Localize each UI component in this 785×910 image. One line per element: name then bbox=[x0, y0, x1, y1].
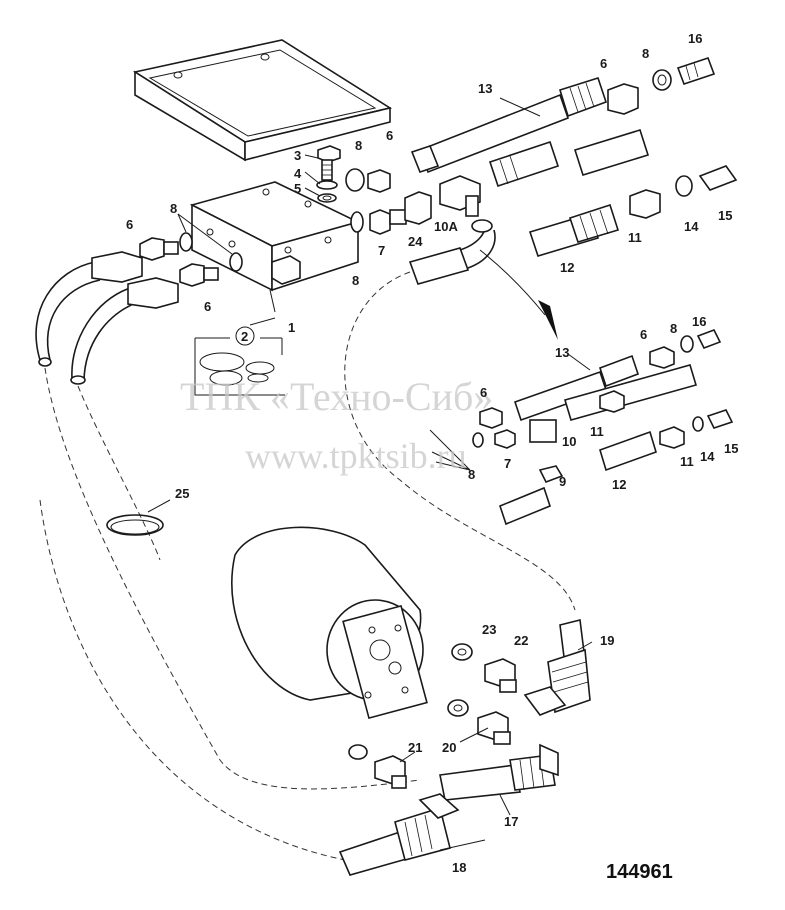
callout-16-lower: 16 bbox=[692, 314, 706, 329]
callout-9: 9 bbox=[559, 474, 566, 489]
callout-10: 10 bbox=[562, 434, 576, 449]
callout-7-lower: 7 bbox=[504, 456, 511, 471]
callout-13-lower: 13 bbox=[555, 345, 569, 360]
callout-4: 4 bbox=[294, 166, 302, 181]
callout-6-left-upper: 6 bbox=[126, 217, 133, 232]
callout-14-upper: 14 bbox=[684, 219, 699, 234]
callout-11-lower: 11 bbox=[680, 454, 694, 469]
callout-3: 3 bbox=[294, 148, 301, 163]
hose-13-upper bbox=[410, 77, 608, 188]
callout-6-lower-right: 6 bbox=[640, 327, 647, 342]
watermark-line-2: www.tpktsib.ru bbox=[245, 436, 467, 476]
callout-8-centre: 8 bbox=[355, 138, 362, 153]
hose-17 bbox=[439, 743, 559, 801]
alternate-assembly bbox=[429, 328, 734, 526]
hose-19 bbox=[523, 619, 591, 716]
left-hoses bbox=[35, 251, 421, 861]
callout-5: 5 bbox=[294, 181, 301, 196]
hose-12-upper bbox=[528, 129, 738, 257]
pump-motor bbox=[231, 526, 428, 720]
elbow-hose bbox=[344, 219, 576, 611]
figure-number: 144961 bbox=[606, 861, 673, 883]
left-fittings bbox=[139, 232, 243, 287]
callout-14-lower: 14 bbox=[700, 449, 715, 464]
callout-1: 1 bbox=[288, 320, 295, 335]
right-top-fittings bbox=[607, 56, 716, 115]
hose-clamp bbox=[106, 514, 164, 536]
callout-20: 20 bbox=[442, 740, 456, 755]
callout-24: 24 bbox=[408, 234, 423, 249]
callout-2: 2 bbox=[241, 329, 248, 344]
leader-lines bbox=[147, 97, 593, 851]
callout-22: 22 bbox=[514, 633, 528, 648]
watermark-line-1: ТПК «Техно-Сиб» bbox=[180, 374, 493, 419]
callout-18: 18 bbox=[452, 860, 466, 875]
callout-17: 17 bbox=[504, 814, 518, 829]
centre-fittings bbox=[345, 168, 481, 235]
callout-23: 23 bbox=[482, 622, 496, 637]
fitting-21 bbox=[348, 744, 407, 789]
callout-11-upper: 11 bbox=[628, 230, 642, 245]
callout-12-upper: 12 bbox=[560, 260, 574, 275]
callout-8-left: 8 bbox=[170, 201, 177, 216]
callout-6-lower-left: 6 bbox=[480, 385, 487, 400]
callout-13-upper: 13 bbox=[478, 81, 492, 96]
callout-12-lower: 12 bbox=[612, 477, 626, 492]
callout-11-middle: 11 bbox=[590, 424, 604, 439]
callout-8-top-right: 8 bbox=[642, 46, 649, 61]
detail-arrow bbox=[479, 249, 558, 340]
callout-16-upper: 16 bbox=[688, 31, 702, 46]
mounting-tray bbox=[132, 39, 393, 162]
callout-21: 21 bbox=[408, 740, 422, 755]
callout-8-lower-right: 8 bbox=[670, 321, 677, 336]
callout-8-block: 8 bbox=[352, 273, 359, 288]
callout-10a: 10A bbox=[434, 219, 458, 234]
pump-fittings bbox=[447, 643, 517, 745]
hose-18 bbox=[338, 793, 460, 876]
callout-19: 19 bbox=[600, 633, 614, 648]
callout-8-lower-left: 8 bbox=[468, 467, 475, 482]
callout-6-left-lower: 6 bbox=[204, 299, 211, 314]
callout-6-centre: 6 bbox=[386, 128, 393, 143]
callout-25: 25 bbox=[175, 486, 189, 501]
callout-15-upper: 15 bbox=[718, 208, 732, 223]
callout-7-upper: 7 bbox=[378, 243, 385, 258]
o-ring-kit bbox=[194, 337, 285, 396]
callout-6-top-right: 6 bbox=[600, 56, 607, 71]
callout-labels: 1 2 3 4 5 8 6 6 6 8 8 7 24 10A 13 6 8 16… bbox=[126, 31, 738, 875]
watermark: ТПК «Техно-Сиб» www.tpktsib.ru bbox=[180, 374, 493, 476]
callout-15-lower: 15 bbox=[724, 441, 738, 456]
bolt-and-washers bbox=[316, 145, 341, 203]
